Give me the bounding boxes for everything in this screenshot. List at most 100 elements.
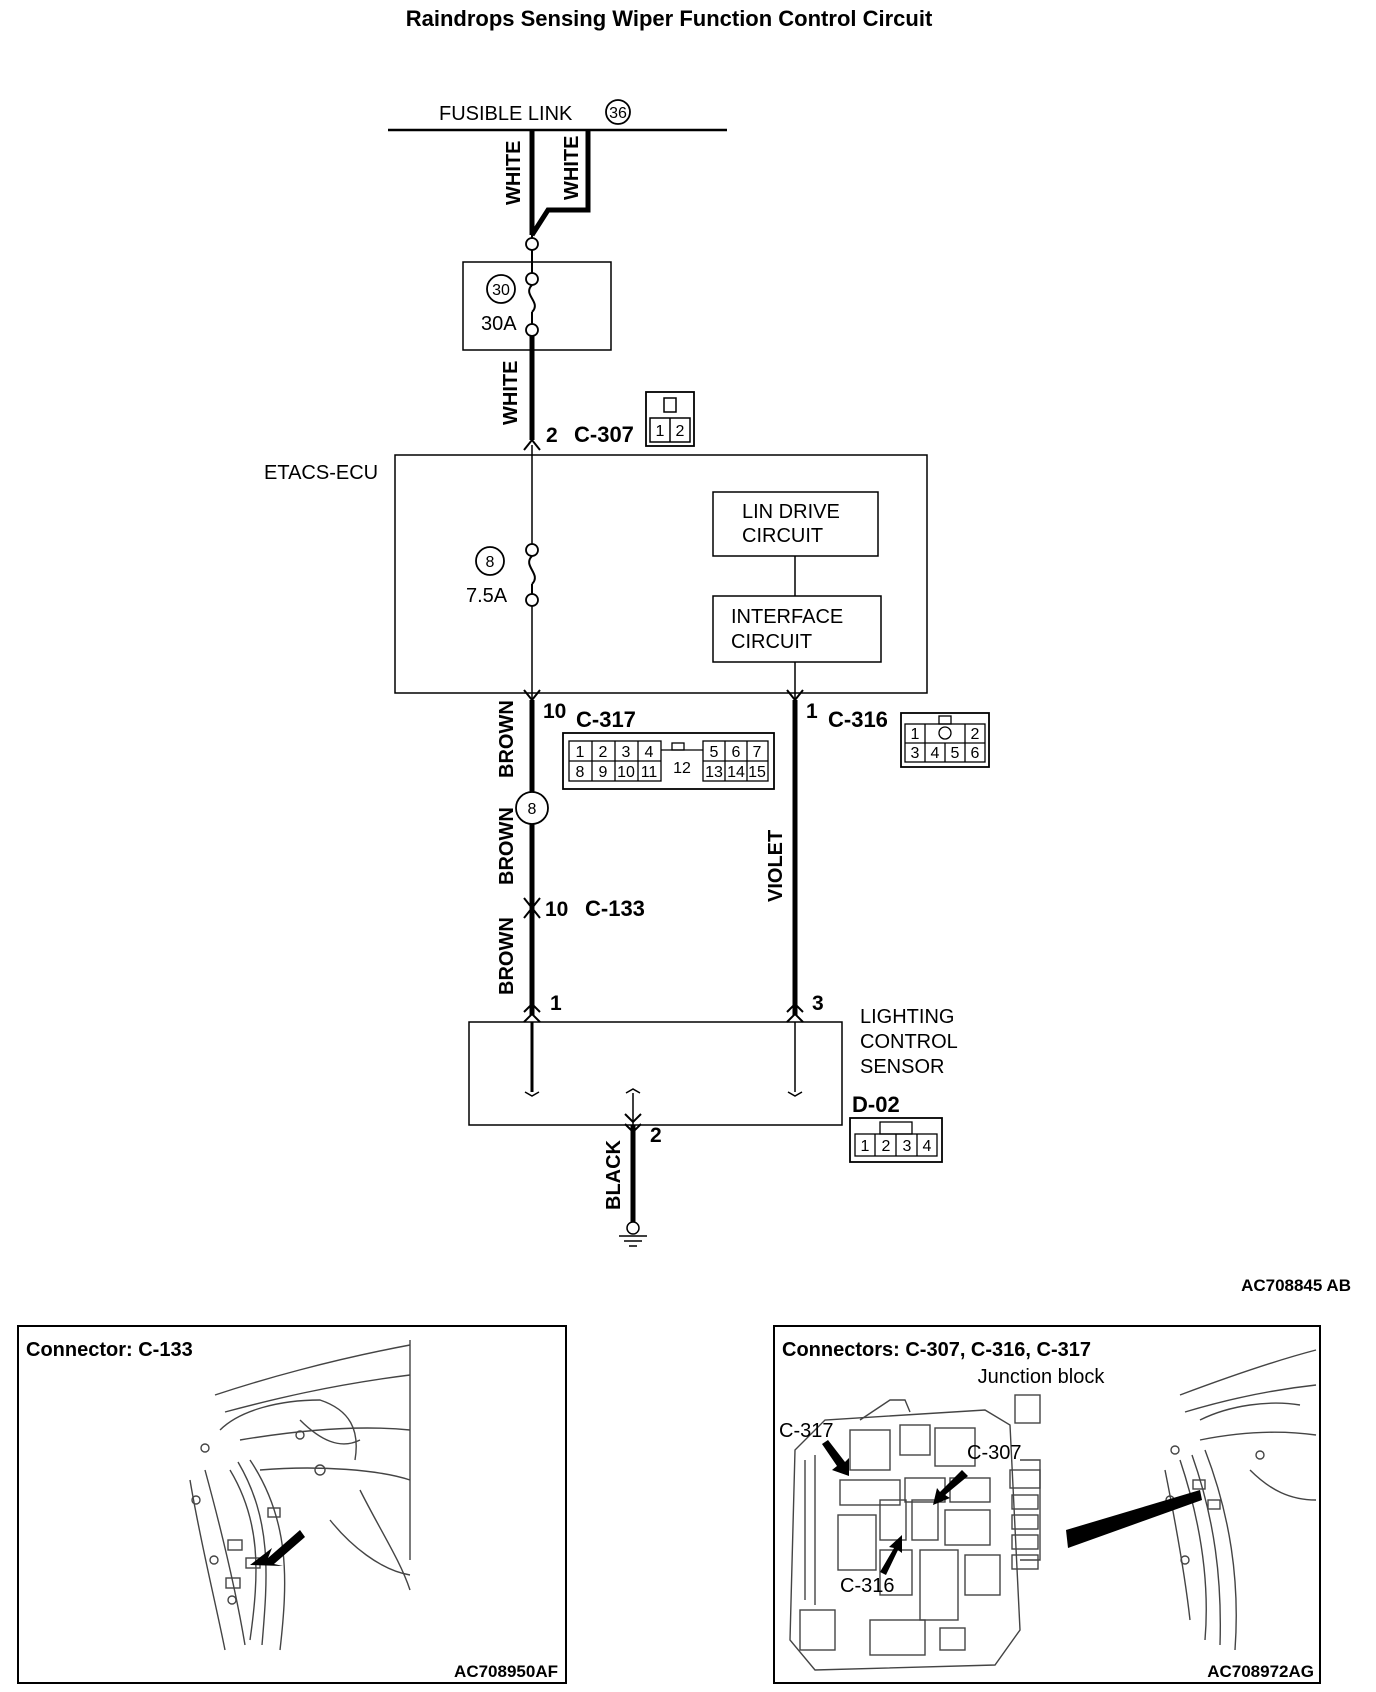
fuse-8-number-circle xyxy=(475,546,505,576)
sensor-pin-3-arrow-2 xyxy=(786,1012,804,1023)
panel-junction-subtitle: Junction block xyxy=(978,1366,1106,1388)
d02-label: D-02 xyxy=(852,1092,900,1117)
wire-color-brown-3: BROWN xyxy=(496,917,518,995)
svg-text:13: 13 xyxy=(705,764,723,781)
etacs-ecu-label: ETACS-ECU xyxy=(264,462,378,484)
svg-text:2: 2 xyxy=(882,1138,891,1155)
svg-text:7: 7 xyxy=(753,744,762,761)
fuse-8-terminal-2 xyxy=(525,593,539,607)
sensor-pin-1: 1 xyxy=(550,992,562,1015)
svg-text:4: 4 xyxy=(931,745,940,762)
callout-c307: C-307 xyxy=(967,1442,1021,1464)
d02-connector-face: 1 2 3 4 xyxy=(849,1117,943,1163)
c307-pin-1: 1 xyxy=(656,423,665,440)
diagram-code: AC708845 AB xyxy=(1241,1276,1351,1295)
c133-label: C-133 xyxy=(585,896,645,921)
wire-color-black: BLACK xyxy=(603,1139,625,1210)
svg-text:4: 4 xyxy=(645,744,654,761)
ground-pin-number: 2 xyxy=(650,1124,662,1147)
fuse-8-rating: 7.5A xyxy=(466,585,508,607)
fuse-30-terminal-top xyxy=(525,237,539,251)
c317-connector-face: 1 2 3 4 5 6 7 8 9 10 11 13 14 15 12 xyxy=(562,732,775,790)
fuse-30-number-circle xyxy=(486,274,516,304)
white-wire-right xyxy=(529,130,591,237)
svg-text:5: 5 xyxy=(951,745,960,762)
diagram-title: Raindrops Sensing Wiper Function Control… xyxy=(406,6,933,31)
svg-text:3: 3 xyxy=(911,745,920,762)
panel-c133 xyxy=(17,1325,567,1684)
lin-drive-line-1: LIN DRIVE xyxy=(742,501,840,523)
splice-8-number: 8 xyxy=(528,801,537,818)
sensor-pin-1-arrow-2 xyxy=(523,1012,541,1023)
sensor-internal-left-end xyxy=(524,1091,540,1097)
svg-text:1: 1 xyxy=(576,744,585,761)
fuse-8-element xyxy=(528,555,536,585)
panel-junction-title: Connectors: C-307, C-316, C-317 xyxy=(782,1339,1091,1361)
dashboard-harness-sketch-left xyxy=(189,1340,411,1651)
svg-text:9: 9 xyxy=(599,764,608,781)
wire-color-brown-1: BROWN xyxy=(496,700,518,778)
panel-junction-block xyxy=(773,1325,1321,1684)
panel-c133-title: Connector: C-133 xyxy=(26,1339,193,1361)
sensor-internal-ground-start xyxy=(625,1088,641,1094)
callout-c316: C-316 xyxy=(840,1575,894,1597)
fuse-8-number: 8 xyxy=(486,554,495,571)
svg-text:11: 11 xyxy=(641,764,658,781)
c307-pin-number: 2 xyxy=(546,424,558,447)
fuse-30-element xyxy=(528,284,536,313)
c307-pin-arrow xyxy=(523,438,541,451)
etacs-ecu-box xyxy=(394,454,928,694)
wire-color-violet: VIOLET xyxy=(765,830,787,902)
svg-text:1: 1 xyxy=(861,1138,870,1155)
callout-c307-arrow-icon xyxy=(933,1470,968,1505)
svg-text:1: 1 xyxy=(911,726,920,743)
callout-c317: C-317 xyxy=(779,1420,833,1442)
svg-text:6: 6 xyxy=(732,744,741,761)
svg-text:12: 12 xyxy=(673,760,691,777)
wire-color-white-2: WHITE xyxy=(561,136,583,200)
fusible-link-number: 36 xyxy=(609,105,627,122)
interface-line-2: CIRCUIT xyxy=(731,631,812,653)
c307-connector-face: 1 2 xyxy=(645,391,695,447)
c317-label: C-317 xyxy=(576,707,636,732)
fuse-30-number: 30 xyxy=(492,282,510,299)
sensor-label-3: SENSOR xyxy=(860,1056,944,1078)
junction-block-sketch xyxy=(789,1394,1041,1671)
svg-text:14: 14 xyxy=(727,764,745,781)
sensor-internal-right-end xyxy=(787,1091,803,1097)
ground-pin-arrow-1 xyxy=(624,1113,642,1124)
svg-text:2: 2 xyxy=(971,726,980,743)
svg-text:15: 15 xyxy=(748,764,766,781)
fuse-30-terminal-2 xyxy=(525,323,539,337)
fuse-8-terminal-1 xyxy=(525,543,539,557)
svg-text:2: 2 xyxy=(599,744,608,761)
sensor-label-2: CONTROL xyxy=(860,1031,958,1053)
interface-line-1: INTERFACE xyxy=(731,606,843,628)
callout-c316-arrow-icon xyxy=(880,1535,902,1575)
sensor-pin-3-arrow xyxy=(786,1002,804,1013)
sensor-pin-3: 3 xyxy=(812,992,824,1015)
dashboard-harness-sketch-right xyxy=(1164,1349,1317,1651)
panel-c133-code: AC708950AF xyxy=(454,1662,558,1681)
arrow-c133-icon xyxy=(250,1530,305,1566)
fuse-30-box xyxy=(462,261,612,351)
ground-symbol-icon xyxy=(619,1221,647,1247)
wire-color-white-1: WHITE xyxy=(503,141,525,205)
svg-text:3: 3 xyxy=(622,744,631,761)
svg-text:5: 5 xyxy=(710,744,719,761)
fusible-link-label: FUSIBLE LINK xyxy=(439,103,573,125)
svg-text:4: 4 xyxy=(923,1138,932,1155)
svg-text:3: 3 xyxy=(903,1138,912,1155)
c307-label: C-307 xyxy=(574,422,634,447)
junction-locator-arrow-icon xyxy=(1066,1490,1202,1548)
c307-pin-2: 2 xyxy=(676,423,685,440)
sensor-pin-1-arrow xyxy=(523,1002,541,1013)
wire-color-brown-2: BROWN xyxy=(496,807,518,885)
callout-c317-arrow-icon xyxy=(822,1440,849,1476)
wire-color-white-3: WHITE xyxy=(500,361,522,425)
sensor-label-1: LIGHTING xyxy=(860,1006,954,1028)
lighting-control-sensor-box xyxy=(468,1021,843,1126)
panel-junction-code: AC708972AG xyxy=(1207,1662,1314,1681)
c316-pin-number: 1 xyxy=(806,700,818,723)
